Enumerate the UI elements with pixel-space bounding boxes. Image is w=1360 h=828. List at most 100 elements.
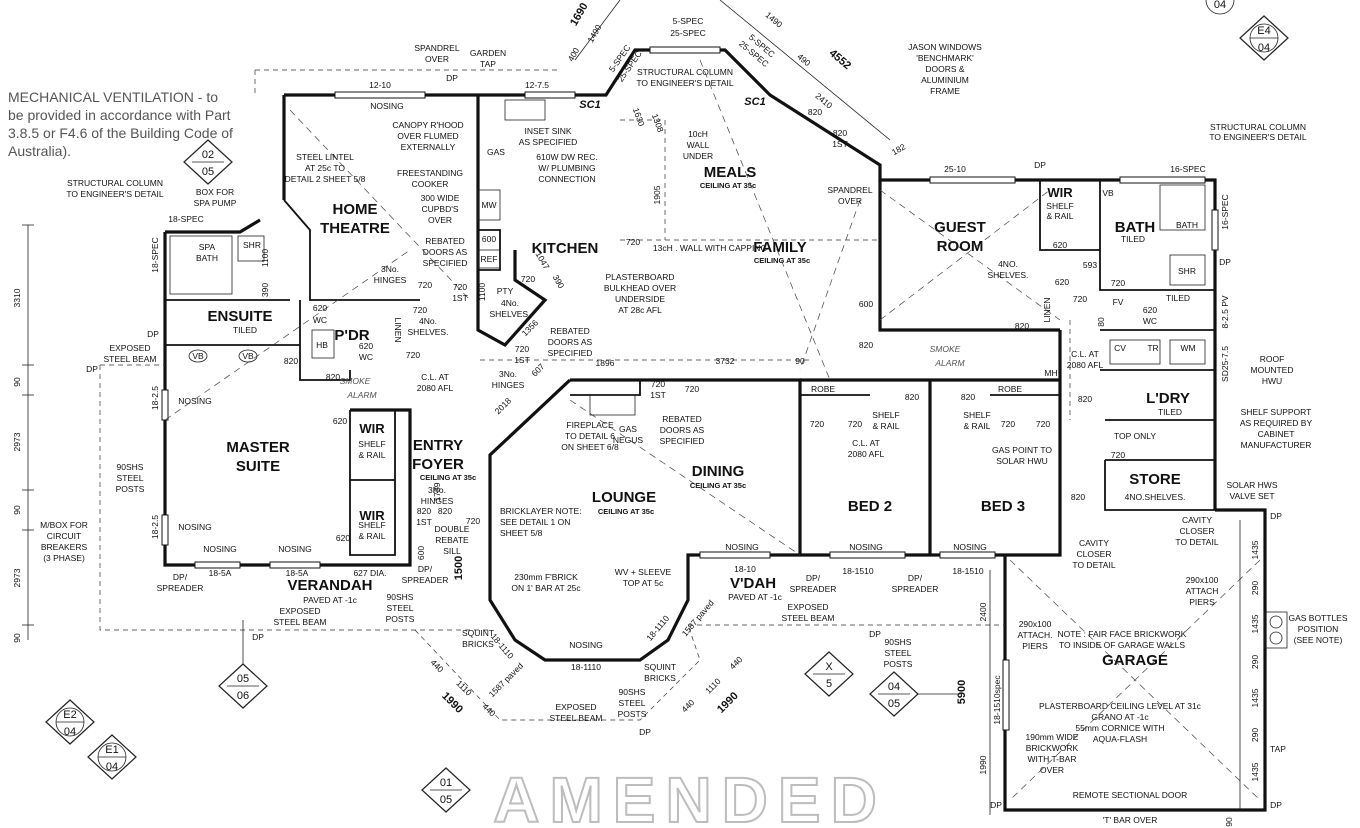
- garden-tap-1: GARDEN: [470, 48, 506, 58]
- dim-1100-ens: 1100: [260, 249, 270, 268]
- fix-tiled-wc: TILED: [1166, 293, 1190, 303]
- structural-column-note-right-1: STRUCTURAL COLUMN: [1210, 122, 1306, 132]
- cavity-a-3: TO DETAIL: [1072, 560, 1115, 570]
- dim-1435-b: 1435: [1250, 614, 1260, 633]
- door-720-10: 720: [848, 419, 862, 429]
- spa-pump-1: BOX FOR: [196, 187, 234, 197]
- shelf-support-3: CABINET: [1258, 429, 1295, 439]
- spreader-c-1: DP/: [806, 573, 821, 583]
- svg-text:E4: E4: [1257, 25, 1270, 37]
- spandrel-top-2: OVER: [425, 54, 449, 64]
- mech-vent-note-3: 3.8.5 or F4.6 of the Building Code of: [8, 125, 233, 141]
- dim-90-e: 90: [1224, 817, 1234, 827]
- dim-3310: 3310: [12, 288, 22, 307]
- room-vdah: V'DAH: [730, 575, 776, 592]
- face-brick-1: NOTE : FAIR FACE BRICKWORK: [1058, 629, 1187, 639]
- svg-text:05: 05: [440, 794, 452, 806]
- door-720-11: 720: [1001, 419, 1015, 429]
- door-720-3: 720: [413, 305, 427, 315]
- svg-text:X: X: [825, 661, 833, 673]
- dim-1435-a: 1435: [1250, 540, 1260, 559]
- exposed-beam-c-1: EXPOSED: [787, 602, 828, 612]
- rebated-doors-b-3: SPECIFIED: [548, 348, 593, 358]
- attach-piers-a-1: 290x100: [1019, 619, 1052, 629]
- door-620-7: 620: [1143, 305, 1157, 315]
- wall-capping: 13cH . WALL WITH CAPPING: [653, 243, 767, 253]
- room-verandah: VERANDAH: [287, 577, 372, 594]
- jason-windows-5: FRAME: [930, 86, 960, 96]
- door-720-9: 720: [810, 419, 824, 429]
- fix-nosing-b: NOSING: [178, 396, 212, 406]
- jason-windows-2: 'BENCHMARK': [916, 53, 974, 63]
- dim-820-1st: 820: [833, 128, 847, 138]
- dim-5900: 5900: [956, 680, 968, 704]
- room-master-1: MASTER: [226, 439, 290, 456]
- bulkhead-3: UNDERSIDE: [615, 294, 665, 304]
- roof-mounted-3: HWU: [1262, 376, 1282, 386]
- fix-dp-11: DP: [446, 73, 458, 83]
- fix-robe-a: ROBE: [811, 384, 835, 394]
- rebated-doors-a-3: SPECIFIED: [423, 258, 468, 268]
- room-store: STORE: [1129, 471, 1180, 488]
- shs-posts-a-2: STEEL: [117, 473, 144, 483]
- fix-dp-6: DP: [1034, 160, 1046, 170]
- fireplace-3: ON SHEET 6/8: [561, 442, 619, 452]
- gas-point-2: SOLAR HWU: [996, 456, 1047, 466]
- rebated-doors-c-3: SPECIFIED: [660, 436, 705, 446]
- dim-390-ens: 390: [260, 283, 270, 297]
- door-720-5: 720: [515, 344, 529, 354]
- svg-text:05: 05: [237, 673, 249, 685]
- section-marker-01-05: 01 05: [421, 767, 471, 813]
- attach-piers-b-3: PIERS: [1189, 597, 1215, 607]
- dim-593: 593: [1083, 260, 1097, 270]
- paved-a: PAVED AT -1c: [303, 595, 357, 605]
- dim-5spec-a: 5-SPEC: [673, 16, 704, 26]
- lndry-tiled: TILED: [1158, 407, 1182, 417]
- exposed-beam-d-1: EXPOSED: [555, 702, 596, 712]
- fix-pty: PTY: [497, 286, 514, 296]
- room-ensuite-tiled: TILED: [233, 325, 257, 335]
- dim-sd25: SD25-7.5: [1220, 346, 1230, 382]
- dim-90-a: 90: [12, 377, 22, 387]
- exposed-beam-d-2: STEEL BEAM: [549, 713, 602, 723]
- dim-90-b: 90: [12, 505, 22, 515]
- room-home-theatre-1: HOME: [333, 201, 378, 218]
- door-820-5: 820: [859, 340, 873, 350]
- room-wir-master-1: WIR: [359, 421, 385, 436]
- shs-posts-a-1: 90SHS: [117, 462, 144, 472]
- section-marker-04-05: 04 05: [869, 671, 960, 717]
- structural-column-note-left-1: STRUCTURAL COLUMN: [67, 178, 163, 188]
- dw-rec-1: 610W DW REC.: [536, 152, 597, 162]
- steel-lintel-1: STEEL LINTEL: [296, 152, 354, 162]
- dim-440-d: 440: [727, 654, 744, 671]
- dim-1356: 1356: [520, 317, 541, 338]
- rebated-doors-c-1: REBATED: [662, 414, 702, 424]
- dim-8-2-5pv: 8-2.5 PV: [1220, 295, 1230, 328]
- shs-posts-d-2: STEEL: [885, 648, 912, 658]
- fix-vb-1: VB: [192, 351, 204, 361]
- dim-1990-b: 1990: [715, 690, 741, 716]
- smoke-alarm-b-1: SMOKE: [930, 344, 961, 354]
- smoke-alarm-b-2: ALARM: [934, 358, 965, 368]
- dim-1308: 1308: [650, 112, 666, 133]
- shs-posts-c-1: 90SHS: [619, 687, 646, 697]
- door-1st-3: 1ST: [650, 390, 666, 400]
- door-820-6: 820: [905, 392, 919, 402]
- shs-posts-b-3: POSTS: [386, 614, 415, 624]
- cupbd-3: OVER: [428, 215, 452, 225]
- bulkhead-4: AT 28c AFL: [618, 305, 662, 315]
- section-marker-e4-04: E4 04: [1239, 15, 1289, 61]
- wir-master-1-shelf-2: & RAIL: [359, 450, 386, 460]
- bed3-shelf-1: SHELF: [963, 410, 990, 420]
- fix-nosing-c: NOSING: [178, 522, 212, 532]
- guest-shelves-2: SHELVES.: [988, 270, 1029, 280]
- door-820-1: 820: [284, 356, 298, 366]
- room-wir-guest: WIR: [1047, 185, 1073, 200]
- solar-hws-1: SOLAR HWS: [1226, 480, 1277, 490]
- dim-1990-a: 1990: [439, 690, 465, 716]
- fix-dp-7: DP: [1219, 257, 1231, 267]
- f-brick-2: ON 1' BAR AT 25c: [511, 583, 581, 593]
- mech-vent-note-1: MECHANICAL VENTILATION - to: [8, 89, 218, 105]
- exposed-beam-b-2: STEEL BEAM: [273, 617, 326, 627]
